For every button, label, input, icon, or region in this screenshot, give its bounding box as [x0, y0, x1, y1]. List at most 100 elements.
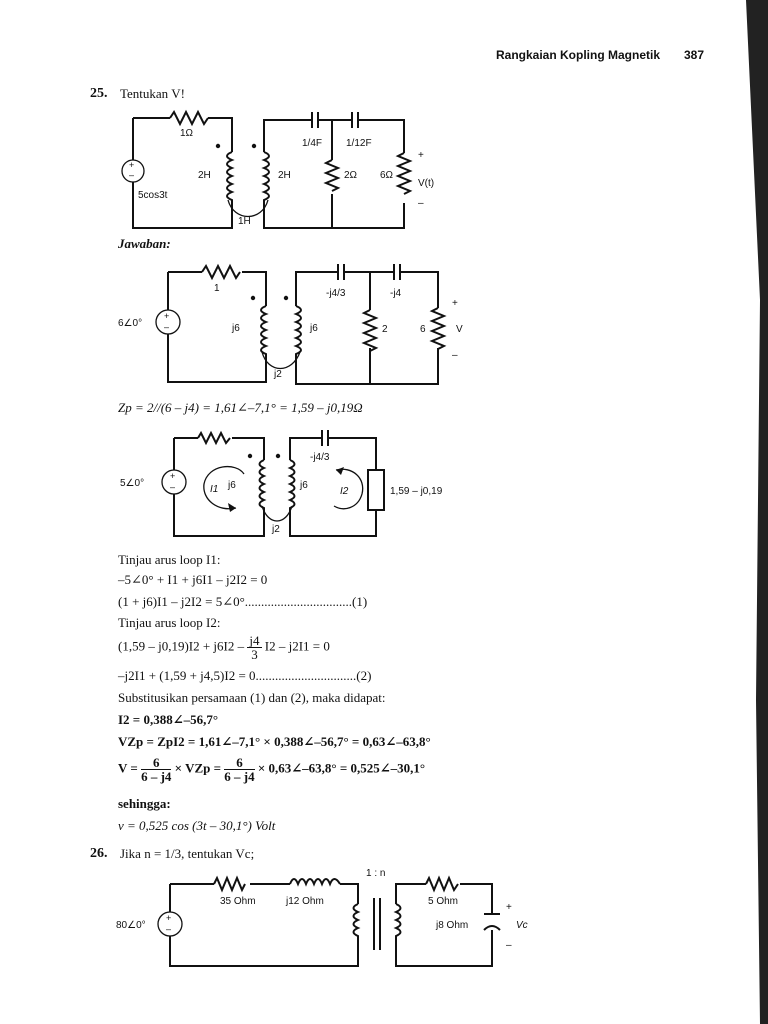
fig2-label-v: V	[456, 324, 463, 335]
fig2-label-plus: +	[452, 298, 458, 309]
fig26-transformer-primary	[352, 903, 361, 944]
fig1-label-plus: +	[418, 150, 424, 161]
fig3-resistor-1	[197, 430, 231, 446]
fig1-label-r2: 2Ω	[344, 170, 358, 181]
svg-text:–: –	[129, 170, 134, 180]
problem-number-26: 26.	[90, 846, 108, 861]
result-vzp: VZp = ZpI2 = 1,61∠–7,1° × 0,388∠–56,7° =…	[118, 734, 431, 749]
problem-26-question: Jika n = 1/3, tentukan Vc;	[120, 846, 255, 861]
fig1-resistor-1	[169, 109, 209, 127]
equation-2a-right: I2 – j2I1 = 0	[264, 638, 330, 654]
fig3-label-l2: j6	[299, 480, 308, 491]
loop1-title: Tinjau arus loop I1:	[118, 552, 221, 567]
fig2-inductor-1	[260, 305, 269, 360]
equation-2a-denominator: 3	[251, 647, 258, 662]
fig26-resistor-35	[213, 875, 246, 893]
svg-text:–: –	[170, 482, 175, 492]
fig1-inductor-1	[226, 151, 235, 205]
problem-25-question: Tentukan V!	[120, 86, 185, 101]
result-v-den-1: 6 – j4	[141, 769, 172, 784]
fig1-label-m: 1H	[238, 216, 251, 227]
fig3-inductor-2	[287, 459, 296, 512]
fig3-voltage-source	[161, 469, 187, 495]
fig26-transformer-core	[373, 898, 381, 950]
fig1-label-r3: 6Ω	[380, 170, 394, 181]
fig1-mutual-arc	[227, 199, 269, 217]
fig26-label-r2: 5 Ohm	[428, 896, 458, 907]
fig1-resistor-3	[395, 152, 413, 195]
fig2-resistor-1	[201, 263, 241, 281]
fig2-label-r3: 6	[420, 324, 426, 335]
equation-2a-left: (1,59 – j0,19)I2 + j6I2 –	[118, 638, 245, 654]
fig1-label-r1: 1Ω	[180, 128, 194, 139]
fig26-voltage-source	[157, 911, 183, 937]
svg-text:+: +	[164, 311, 169, 321]
fig2-mutual-arc	[261, 351, 301, 369]
fig1-label-c2: 1/12F	[346, 138, 372, 149]
equation-2a-numerator: j4	[247, 633, 262, 648]
fig2-label-minus: –	[452, 350, 458, 361]
fig3-loop-arrow-1	[203, 465, 245, 510]
final-answer: v = 0,525 cos (3t – 30,1°) Volt	[118, 818, 276, 833]
fig2-label-r2: 2	[382, 324, 388, 335]
loop2-title: Tinjau arus loop I2:	[118, 615, 221, 630]
page-edge-shadow	[746, 0, 768, 1024]
running-title: Rangkaian Kopling Magnetik	[496, 48, 661, 62]
equation-1b: (1 + j6)I1 – j2I2 = 5∠0°................…	[118, 594, 368, 609]
fig26-label-plus: +	[506, 902, 512, 913]
fig2-label-c1: -j4/3	[326, 288, 346, 299]
fig26-label-source: 80∠0°	[116, 920, 146, 931]
fig26-capacitor-plate-2	[483, 925, 501, 931]
fig1-voltage-source	[121, 159, 145, 183]
fig2-label-l1: j6	[231, 323, 240, 334]
fig1-wires	[132, 117, 405, 229]
fig26-label-r1: 35 Ohm	[220, 896, 256, 907]
fig2-capacitor-2	[393, 264, 401, 280]
fig26-inductor-j12	[289, 878, 341, 887]
result-v-middle: × VZp =	[174, 760, 222, 776]
fig1-label-l2: 2H	[278, 170, 291, 181]
equation-2b: –j2I1 + (1,59 + j4,5)I2 = 0.............…	[118, 668, 372, 683]
fig1-label-source: 5cos3t	[138, 190, 168, 201]
fig3-label-zp: 1,59 – j0,19	[390, 486, 443, 497]
fig1-label-vout: V(t)	[418, 178, 434, 189]
fig2-label-source: 6∠0°	[118, 318, 142, 329]
result-v-den-2: 6 – j4	[224, 769, 255, 784]
fig3-label-m: j2	[271, 524, 280, 535]
fig26-label-vc: Vc	[516, 920, 528, 931]
fig3-label-c1: -j4/3	[310, 452, 330, 463]
result-v-num-1: 6	[141, 756, 172, 770]
sehingga-text: sehingga:	[118, 796, 171, 811]
svg-text:+: +	[170, 471, 175, 481]
fig3-loop-arrow-2	[333, 468, 364, 510]
svg-text:–: –	[164, 322, 169, 332]
fig1-capacitor-2	[351, 112, 359, 128]
fig2-inductor-2	[293, 305, 302, 360]
fig26-label-l1: j12 Ohm	[285, 896, 324, 907]
fig3-mutual-arc	[261, 505, 293, 522]
fig3-impedance-box	[367, 469, 385, 511]
fig2-capacitor-1	[337, 264, 345, 280]
fig26-label-c: j8 Ohm	[435, 920, 468, 931]
result-i2: I2 = 0,388∠–56,7°	[118, 712, 219, 727]
fig2-label-c2: -j4	[390, 288, 402, 299]
fig2-label-m: j2	[273, 369, 282, 380]
fig1-label-c1: 1/4F	[302, 138, 322, 149]
result-v-rhs: × 0,63∠–63,8° = 0,525∠–30,1°	[257, 760, 426, 776]
fig3-capacitor-1	[321, 430, 329, 446]
fig3-inductor-1	[258, 459, 267, 512]
page-number: 387	[684, 48, 705, 62]
problem-number-25: 25.	[90, 86, 108, 101]
fig26-transformer-secondary	[393, 903, 402, 944]
answer-label: Jawaban:	[118, 236, 171, 251]
fig26-resistor-5	[425, 875, 459, 893]
fig3-label-i1: I1	[210, 484, 218, 495]
svg-text:–: –	[166, 924, 171, 934]
